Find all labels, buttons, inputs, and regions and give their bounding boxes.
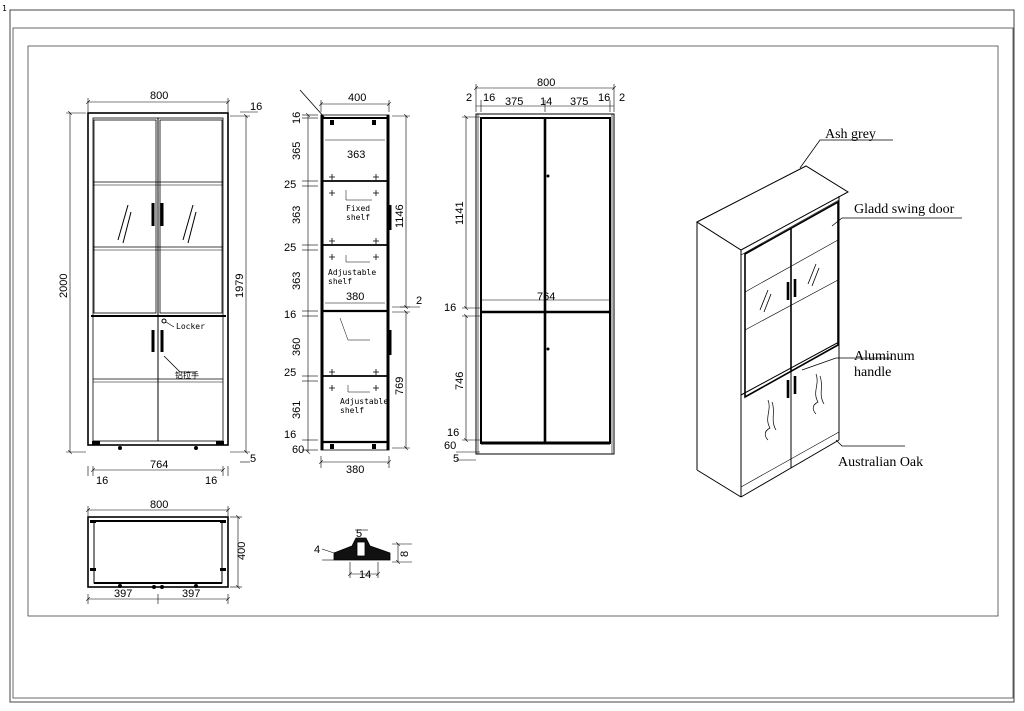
label-line: Adjustable [340,397,388,406]
door-handle-icon [151,203,164,352]
wood-grain-icon [764,373,825,441]
door-lower-height-dim: 746 [454,372,466,390]
segment-label: 16 [284,429,296,441]
shelf-pin-icon [329,174,379,391]
plan-half-right-dim: 397 [182,588,200,600]
foot-icon [92,441,224,450]
door-handle-icon [786,279,797,398]
front-right-thickness: 16 [205,475,217,487]
door-base-dim: 60 [444,440,456,452]
plan-half-left-dim: 397 [114,588,132,600]
door-mid-rail-dim: 16 [444,302,456,314]
segment-label: 60 [292,444,304,456]
front-height-dim: 2000 [58,274,70,298]
label-line: shelf [346,213,370,222]
callout-aluminum-handle-line: Aluminum [854,349,915,364]
door-base-gap-dim: 5 [453,453,459,465]
profile-left-dim: 4 [314,544,320,556]
profile-top-dim: 5 [356,528,362,540]
door-width-dim: 800 [537,77,555,89]
door-left-margin: 2 [466,92,472,104]
side-inner-top-dim: 363 [347,149,365,161]
front-top-thickness: 16 [250,101,262,113]
callout-leaders [799,139,962,447]
side-lower-height-dim: 769 [394,377,406,395]
door-upper-height-dim: 1141 [454,201,466,225]
front-left-thickness: 16 [96,475,108,487]
plan-depth-dim: 400 [236,542,248,560]
corner-tick: 1 [2,4,7,13]
plan-width-dim: 800 [150,499,168,511]
callout-glass-door: Gladd swing door [854,202,955,217]
front-base-width-dim: 764 [150,459,168,471]
side-segment-labels: 16 365 25 363 25 363 16 360 25 361 16 60 [284,112,304,456]
sheet-border [9,9,1015,703]
segment-label: 365 [291,142,303,160]
front-width-dim: 800 [150,90,168,102]
cam-lock-icon [330,120,376,449]
label-line: Fixed [346,204,370,213]
side-inner-mid-dim: 380 [346,291,364,303]
door-right-side: 16 [598,92,610,104]
door-right-margin: 2 [619,92,625,104]
segment-label: 361 [291,401,303,419]
door-base-top-dim: 16 [447,427,459,439]
segment-label: 25 [284,179,296,191]
glass-reflection-icon [117,204,197,244]
plan-view [87,516,229,589]
door-left-side: 16 [483,92,495,104]
segment-label: 363 [291,206,303,224]
label-line: shelf [328,277,352,286]
lock-icon [161,318,167,324]
label-line: shelf [340,406,364,415]
side-divider-offset-dim: 2 [416,295,422,307]
perspective-view [695,139,962,498]
door-view [475,113,615,455]
knob-icon [546,174,550,178]
plan-view-dimensions [88,506,242,604]
callout-australian-oak: Australian Oak [838,455,923,470]
segment-label: 25 [284,242,296,254]
door-view-dimensions [456,84,614,461]
glass-reflection-icon [759,263,820,313]
segment-label: 16 [284,309,296,321]
callout-aluminum-handle: Aluminum handle [854,349,918,380]
door-right-leaf: 375 [570,96,588,108]
hinge-icon [90,520,226,589]
segment-label: 360 [291,338,303,356]
side-inner-bottom-dim: 380 [346,464,364,476]
door-inner-width-dim: 764 [537,291,555,303]
front-view-dimensions [66,98,258,476]
side-section-dimensions [302,100,420,468]
locker-label: Locker [176,322,205,331]
door-left-leaf: 375 [505,96,523,108]
front-bottom-gap: 5 [250,453,256,465]
front-view [87,112,229,450]
profile-height-dim: 8 [399,551,411,557]
segment-label: 25 [284,367,296,379]
profile-width-dim: 14 [359,569,371,581]
callout-aluminum-handle-line: handle [854,365,891,380]
side-section [299,89,392,451]
side-depth-dim: 400 [348,92,366,104]
label-line: Adjustable [328,268,376,277]
profile-detail [321,529,412,578]
door-gap: 14 [540,96,552,108]
front-inner-height-dim: 1979 [234,274,246,298]
segment-label: 16 [291,112,303,124]
callout-ash-grey: Ash grey [825,127,876,142]
handle-label: 铝拉手 [175,370,199,380]
knob-icon [546,347,550,351]
segment-label: 363 [291,272,303,290]
side-upper-height-dim: 1146 [394,204,406,228]
